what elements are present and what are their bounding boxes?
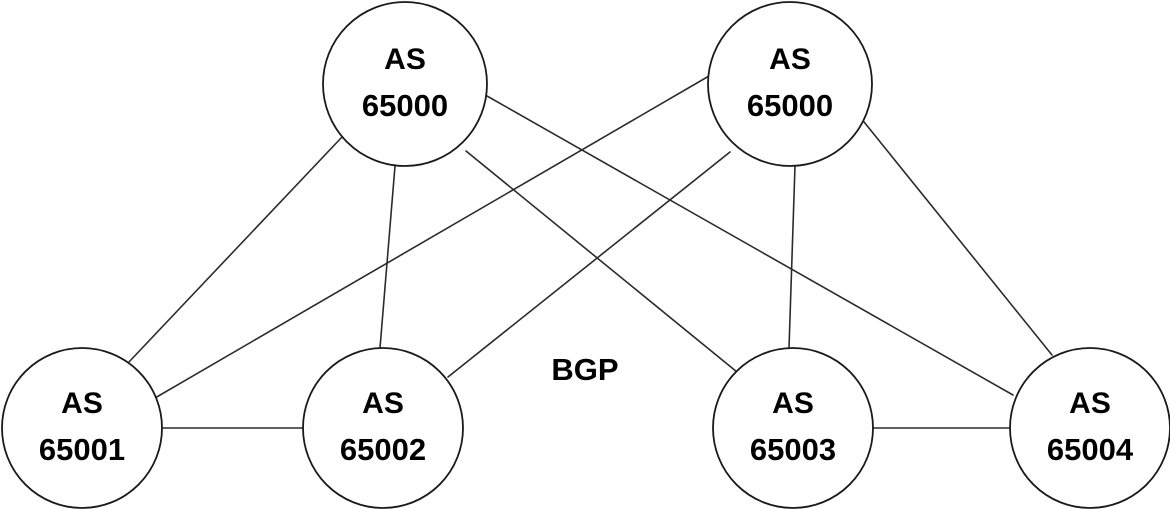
node-circle-as65004 bbox=[1009, 347, 1170, 509]
edge-tl-65002 bbox=[379, 165, 396, 349]
node-as65004[interactable]: AS 65004 bbox=[1009, 347, 1170, 509]
edge-tr-65001 bbox=[154, 75, 710, 399]
node-label-as-as65001: AS bbox=[61, 387, 103, 420]
node-label-number-as65000-top-right: 65000 bbox=[747, 88, 833, 123]
node-label-number-as65002: 65002 bbox=[340, 432, 426, 467]
node-label-as-as65004: AS bbox=[1069, 387, 1111, 420]
node-as65000-top-left[interactable]: AS 65000 bbox=[322, 1, 488, 167]
node-label-as-as65002: AS bbox=[362, 387, 404, 420]
node-label-as-as65003: AS bbox=[772, 387, 814, 420]
node-label-number-as65001: 65001 bbox=[39, 432, 125, 467]
edge-tl-65004 bbox=[486, 95, 1014, 396]
edge-layer bbox=[127, 75, 1053, 429]
node-label-number-as65004: 65004 bbox=[1047, 432, 1134, 467]
edge-tl-65001 bbox=[127, 136, 343, 364]
node-label-number-as65000-top-left: 65000 bbox=[362, 88, 448, 123]
node-label-as-as65000-top-left: AS bbox=[384, 43, 426, 76]
node-circle-as65000-top-right bbox=[707, 1, 873, 167]
edge-tr-65003 bbox=[788, 165, 796, 349]
node-circle-as65003 bbox=[712, 347, 874, 509]
node-as65002[interactable]: AS 65002 bbox=[302, 347, 464, 509]
edge-tr-65002 bbox=[447, 151, 731, 378]
node-circle-as65002 bbox=[302, 347, 464, 509]
node-as65000-top-right[interactable]: AS 65000 bbox=[707, 1, 873, 167]
bgp-protocol-label: BGP bbox=[551, 352, 618, 387]
edge-tr-65004 bbox=[855, 111, 1053, 356]
node-as65001[interactable]: AS 65001 bbox=[1, 347, 163, 509]
label-layer: BGP bbox=[551, 352, 618, 387]
node-as65003[interactable]: AS 65003 bbox=[712, 347, 874, 509]
node-label-as-as65000-top-right: AS bbox=[769, 43, 811, 76]
node-circle-as65000-top-left bbox=[322, 1, 488, 167]
node-circle-as65001 bbox=[1, 347, 163, 509]
edge-tl-65003 bbox=[465, 150, 738, 373]
node-label-number-as65003: 65003 bbox=[750, 432, 836, 467]
